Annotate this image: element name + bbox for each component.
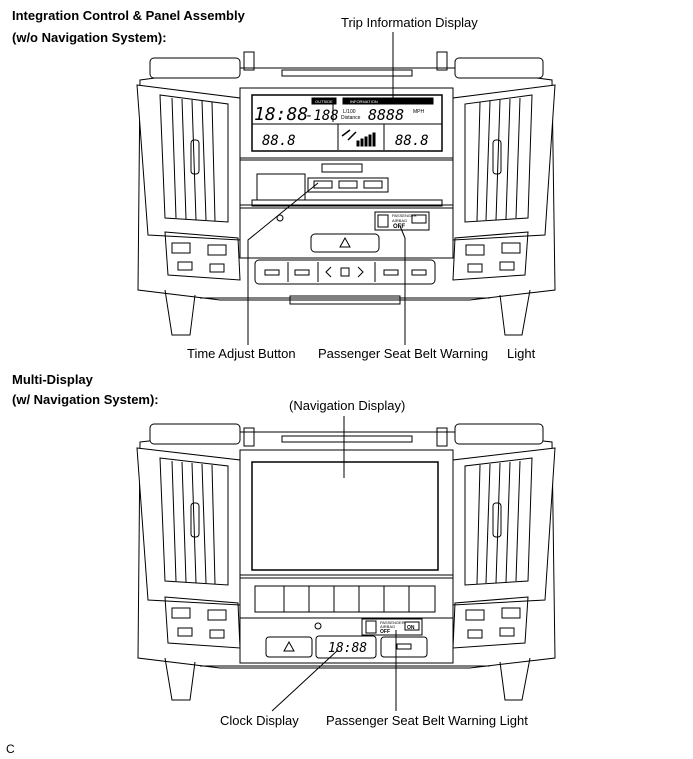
- airbag2-on-label: ON: [407, 625, 415, 631]
- section1-title-line1: Integration Control & Panel Assembly: [12, 8, 245, 23]
- lcd-outside-temp: -188: [305, 108, 339, 124]
- lcd-segment-left: 88.8: [262, 133, 296, 149]
- right-air-vent: [452, 84, 556, 281]
- lcd-segment-right: 88.8: [395, 133, 429, 149]
- airbag2-off-label: OFF: [380, 629, 390, 635]
- airbag-indicator-2: PASSENGER AIRBAG OFF ON: [380, 620, 415, 635]
- seat-belt-warning-label-2: Passenger Seat Belt Warning Light: [326, 713, 528, 728]
- right-air-vent-2: [452, 447, 556, 649]
- figure-code: C: [6, 742, 15, 756]
- trip-information-display-label: Trip Information Display: [341, 15, 478, 30]
- seat-belt-warning-label-1a: Passenger Seat Belt Warning: [318, 346, 489, 361]
- left-air-vent: [136, 84, 241, 281]
- airbag2-top-label: PASSENGER: [380, 620, 405, 625]
- airbag-indicator-1: PASSENGER AIRBAG OFF: [392, 213, 417, 230]
- callout-lines-2: [271, 416, 397, 712]
- multi-display-figure: [136, 423, 556, 701]
- lcd-info-units-left2: Distance: [341, 115, 361, 121]
- integration-control-panel-figure: [136, 51, 556, 336]
- section1-title-line2: (w/o Navigation System):: [12, 30, 167, 45]
- section2-title-line1: Multi-Display: [12, 372, 93, 387]
- section2-title-line2: (w/ Navigation System):: [12, 392, 159, 407]
- time-adjust-button-label: Time Adjust Button: [187, 346, 296, 361]
- airbag2-mid-label: AIRBAG: [380, 624, 395, 629]
- airbag-off-label: OFF: [393, 224, 405, 230]
- left-air-vent-2: [136, 447, 241, 649]
- lcd-outside-label: OUTSIDE: [315, 99, 333, 104]
- lcd-info-value: 8888: [368, 106, 404, 124]
- navigation-screen: [251, 461, 439, 571]
- navigation-display-label: (Navigation Display): [289, 398, 406, 413]
- clock-display-value: 18:88: [328, 641, 367, 656]
- lcd-info-units-right: MPH: [413, 109, 425, 115]
- airbag-top-label: PASSENGER: [392, 213, 417, 218]
- clock-display-label: Clock Display: [220, 713, 299, 728]
- callout-lines-1: [247, 32, 406, 345]
- airbag-mid-label: AIRBAG: [392, 218, 407, 223]
- lcd-time: 18:88: [254, 104, 308, 125]
- lcd-info-label: INFORMATION: [350, 99, 378, 104]
- trip-information-lcd: 18:88 -188 OUTSIDE INFORMATION L/100 Dis…: [254, 99, 429, 149]
- lcd-info-units-left: L/100: [343, 109, 356, 115]
- seat-belt-warning-label-1b: Light: [507, 346, 536, 361]
